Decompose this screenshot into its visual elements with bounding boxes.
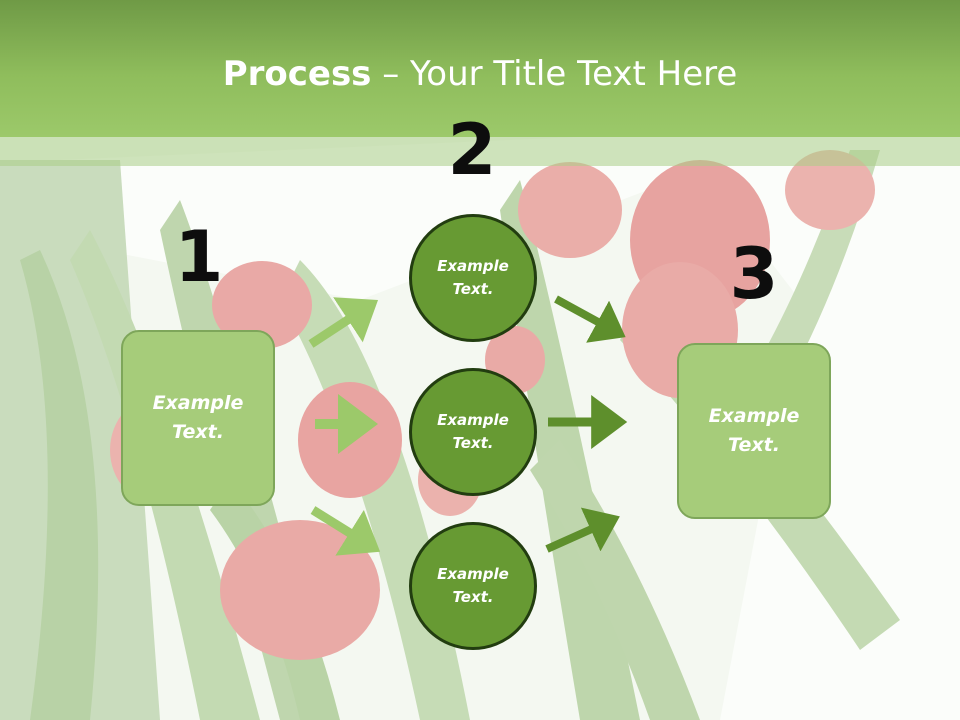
step-number-1: 1: [174, 216, 224, 298]
circle-bottom-label: Example Text.: [437, 565, 509, 606]
title-rest: – Your Title Text Here: [371, 54, 738, 94]
arrow-bottom-to-right: [545, 507, 620, 553]
title-bold: Process: [222, 54, 372, 94]
step-number-3: 3: [729, 233, 779, 315]
circle-bottom: Example Text.: [409, 522, 537, 650]
circle-top: Example Text.: [409, 214, 537, 342]
arrow-left-to-bottom: [310, 506, 381, 556]
header-bar: [0, 0, 960, 137]
arrow-left-to-top: [308, 297, 379, 348]
arrow-top-to-right: [554, 295, 626, 343]
step-number-2: 2: [447, 109, 497, 191]
right-box: Example Text.: [677, 343, 831, 519]
circle-middle: Example Text.: [409, 368, 537, 496]
left-box-label: Example Text.: [152, 392, 244, 443]
header-band: [0, 137, 960, 166]
circle-middle-label: Example Text.: [437, 411, 509, 452]
slide-title: Process – Your Title Text Here: [0, 52, 960, 96]
left-box: Example Text.: [121, 330, 275, 506]
circle-top-label: Example Text.: [437, 257, 509, 298]
right-box-label: Example Text.: [708, 405, 800, 456]
